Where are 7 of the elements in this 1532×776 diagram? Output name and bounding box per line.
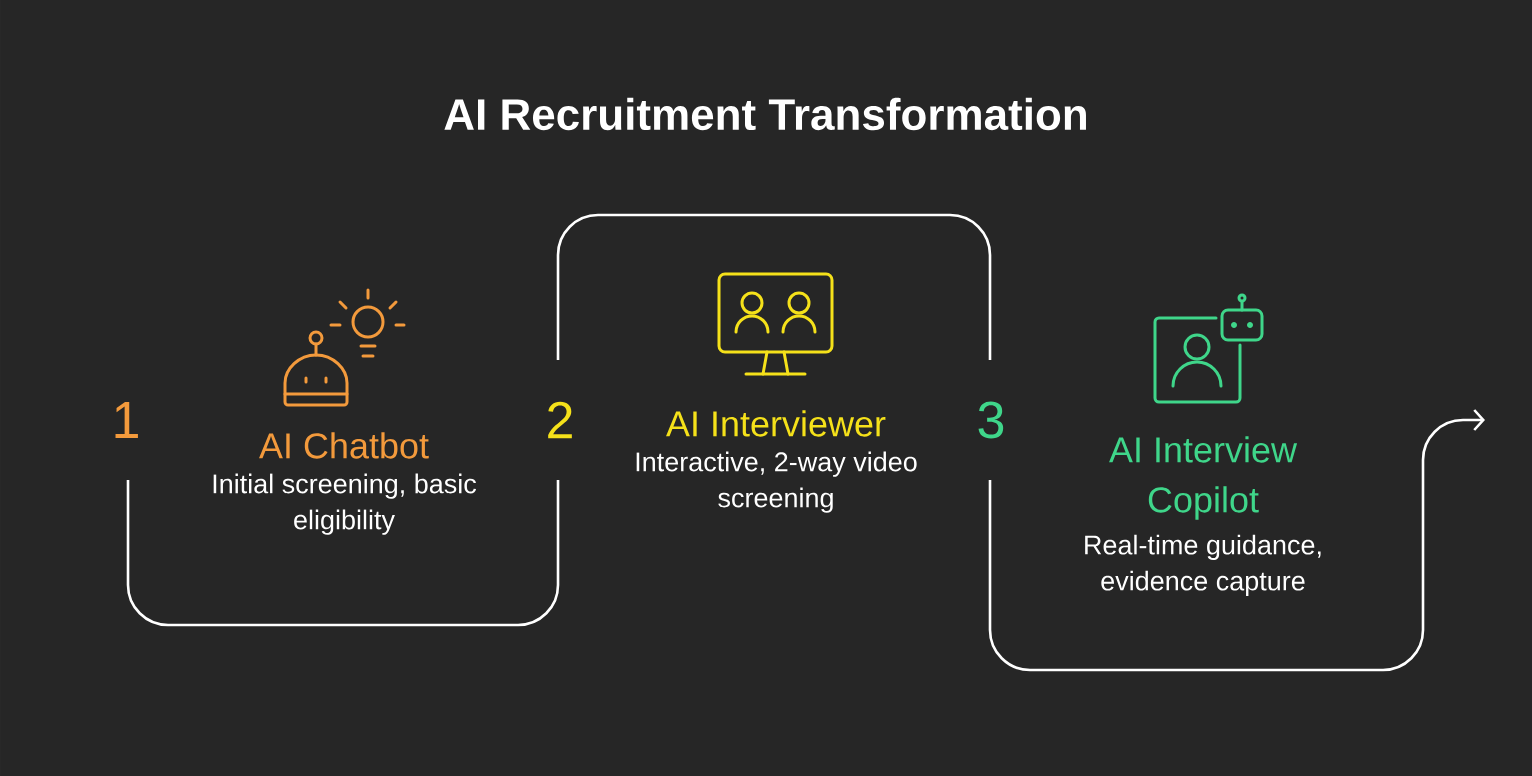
step-number: 2: [548, 401, 572, 439]
step-number: 3: [978, 401, 1004, 439]
title: AI Recruitment Transformation: [444, 97, 1086, 131]
step-text: AI Chatbot Initial screening, basic eligibility: [213, 432, 477, 535]
step-text: AI Interview Copilot Real-time guidance, evidence capture: [1085, 436, 1321, 596]
step-text: AI Interviewer Interactive, 2-way video screening: [636, 410, 917, 513]
step-number: 1: [115, 402, 138, 438]
